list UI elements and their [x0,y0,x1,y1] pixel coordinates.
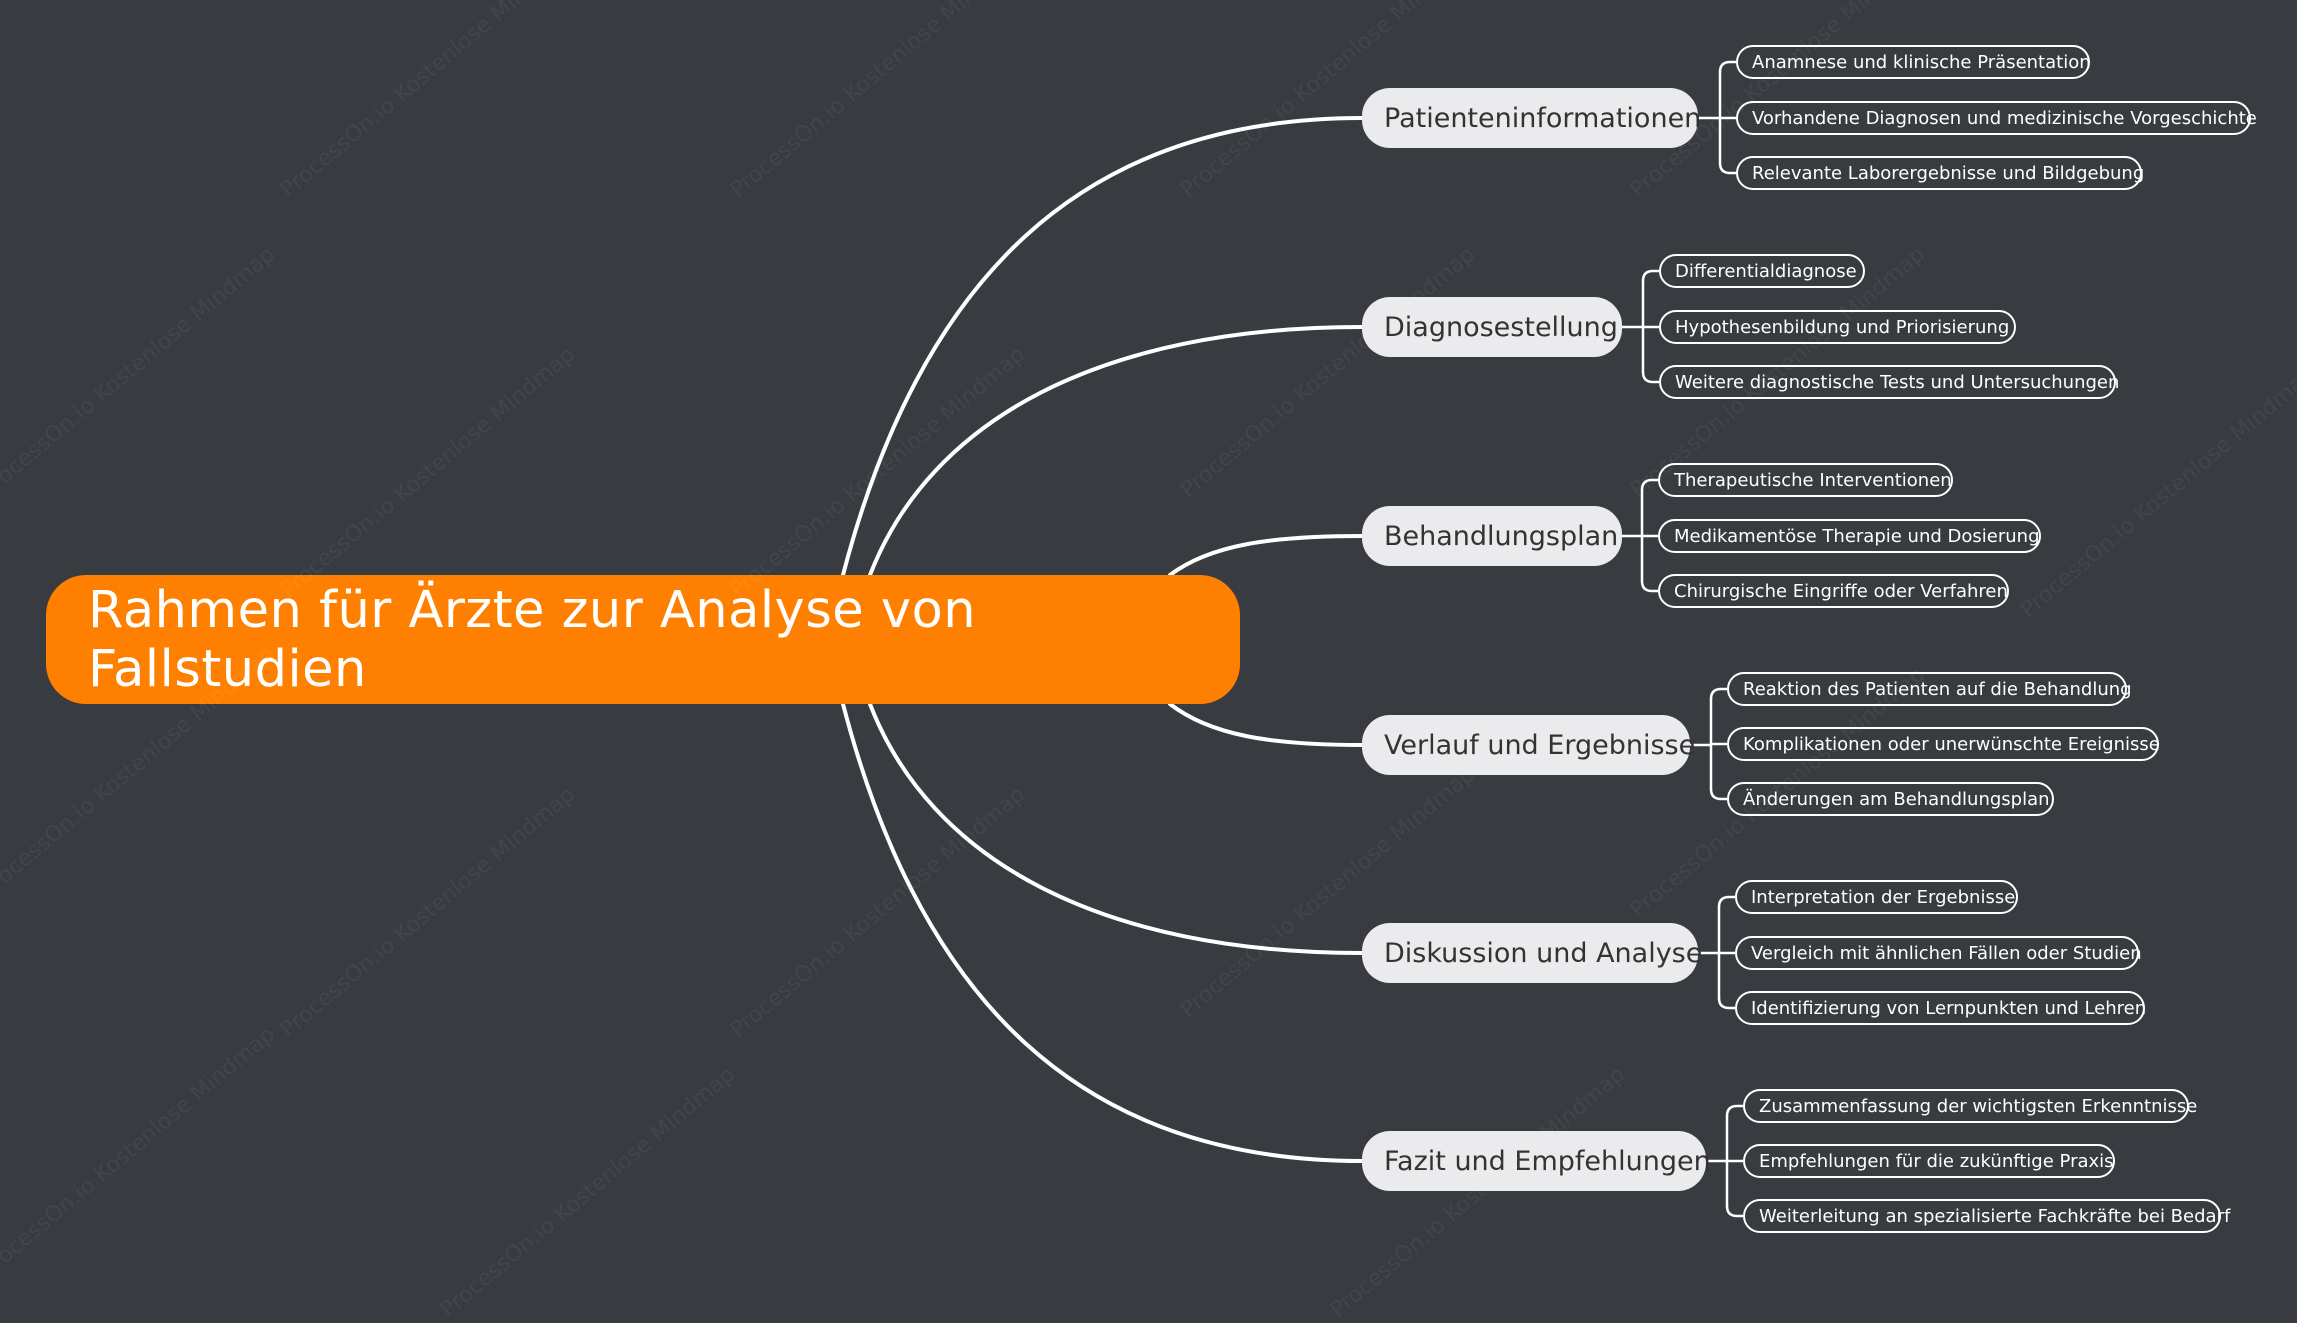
branch-label: Verlauf und Ergebnisse [1384,729,1696,761]
subtopic-connector [1717,895,1737,909]
subtopic-connector [1725,1104,1745,1118]
subtopic-label: Therapeutische Interventionen [1674,469,1952,491]
subtopic-label: Chirurgische Eingriffe oder Verfahren [1674,580,2008,602]
subtopic-connector [1718,60,1738,74]
subtopic-label: Hypothesenbildung und Priorisierung [1675,316,2010,338]
subtopic-label: Identifizierung von Lernpunkten und Lehr… [1751,997,2147,1019]
subtopic[interactable]: Vorhandene Diagnosen und medizinische Vo… [1736,101,2257,135]
subtopic[interactable]: Reaktion des Patienten auf die Behandlun… [1727,672,2132,706]
root-branch-connector [868,325,1364,577]
branch-topic-verlauf-und-ergebnisse[interactable]: Verlauf und Ergebnisse [1362,715,1695,775]
subtopic[interactable]: Differentialdiagnose [1659,254,1865,288]
root-branch-connector [868,702,1364,955]
subtopic[interactable]: Medikamentöse Therapie und Dosierung [1658,519,2041,553]
subtopic[interactable]: Relevante Laborergebnisse und Bildgebung [1736,156,2145,190]
root-branch-connector [841,702,1364,1163]
subtopic[interactable]: Interpretation der Ergebnisse [1735,880,2018,914]
subtopic[interactable]: Hypothesenbildung und Priorisierung [1659,310,2016,344]
subtopic-label: Änderungen am Behandlungsplan [1743,788,2050,810]
subtopic[interactable]: Therapeutische Interventionen [1658,463,1953,497]
branch-topic-diagnosestellung[interactable]: Diagnosestellung [1362,297,1622,357]
subtopic-label: Weitere diagnostische Tests und Untersuc… [1675,371,2120,393]
connector-lines [841,60,1745,1218]
subtopic-connector [1725,1204,1745,1218]
subtopic-label: Anamnese und klinische Präsentation [1752,51,2091,73]
subtopic-label: Differentialdiagnose [1675,260,1857,282]
branch-label: Behandlungsplan [1384,520,1619,552]
branch-topic-diskussion-und-analyse[interactable]: Diskussion und Analyse [1362,923,1702,983]
root-topic-label: Rahmen für Ärzte zur Analyse von Fallstu… [88,580,977,699]
subtopic[interactable]: Vergleich mit ähnlichen Fällen oder Stud… [1735,936,2142,970]
subtopic[interactable]: Zusammenfassung der wichtigsten Erkenntn… [1743,1089,2197,1123]
subtopic-label: Reaktion des Patienten auf die Behandlun… [1743,678,2132,700]
branch-label: Patienteninformationen [1384,102,1702,134]
subtopic-connector [1641,269,1661,283]
subtopic[interactable]: Empfehlungen für die zukünftige Praxis [1743,1144,2115,1178]
subtopic-connector [1641,370,1661,384]
subtopic[interactable]: Chirurgische Eingriffe oder Verfahren [1658,574,2009,608]
subtopic-connector [1709,687,1729,701]
root-topic[interactable]: Rahmen für Ärzte zur Analyse von Fallstu… [46,575,1240,704]
subtopic-connector [1718,161,1738,175]
subtopic-label: Relevante Laborergebnisse und Bildgebung [1752,162,2145,184]
mindmap-canvas: Rahmen für Ärzte zur Analyse von Fallstu… [46,45,2257,1233]
subtopic[interactable]: Weitere diagnostische Tests und Untersuc… [1659,365,2120,399]
branch-topic-patienteninformationen[interactable]: Patienteninformationen [1362,88,1702,148]
subtopic-label: Empfehlungen für die zukünftige Praxis [1759,1150,2114,1172]
root-branch-connector [1168,702,1364,747]
subtopic[interactable]: Identifizierung von Lernpunkten und Lehr… [1735,991,2147,1025]
subtopic-connector [1709,787,1729,801]
branch-label: Diskussion und Analyse [1384,937,1703,969]
subtopic-label: Komplikationen oder unerwünschte Ereigni… [1743,733,2160,755]
branch-label: Diagnosestellung [1384,311,1618,343]
branch-topic-fazit-und-empfehlungen[interactable]: Fazit und Empfehlungen [1362,1131,1711,1191]
subtopic-connector [1640,478,1660,492]
subtopic-label: Vorhandene Diagnosen und medizinische Vo… [1752,107,2257,129]
root-branch-connector [841,116,1364,577]
subtopic-label: Interpretation der Ergebnisse [1751,886,2016,908]
branch-label: Fazit und Empfehlungen [1384,1145,1711,1177]
subtopic-connector [1640,579,1660,593]
subtopic-label: Medikamentöse Therapie und Dosierung [1674,525,2040,547]
subtopic-label: Vergleich mit ähnlichen Fällen oder Stud… [1751,942,2142,964]
branch-topic-behandlungsplan[interactable]: Behandlungsplan [1362,506,1622,566]
subtopic[interactable]: Weiterleitung an spezialisierte Fachkräf… [1743,1199,2230,1233]
subtopic-connector [1717,996,1737,1010]
subtopic-label: Zusammenfassung der wichtigsten Erkenntn… [1759,1095,2198,1117]
subtopic[interactable]: Komplikationen oder unerwünschte Ereigni… [1727,727,2160,761]
subtopic-label: Weiterleitung an spezialisierte Fachkräf… [1759,1205,2231,1227]
subtopic[interactable]: Änderungen am Behandlungsplan [1727,782,2054,816]
root-branch-connector [1168,534,1364,577]
subtopic[interactable]: Anamnese und klinische Präsentation [1736,45,2091,79]
